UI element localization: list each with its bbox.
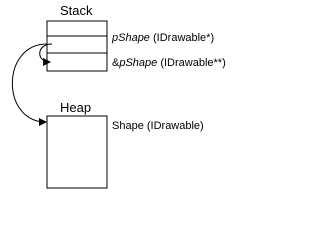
type-annotation: (IDrawable*) [150,32,214,44]
pointer-to-pointer-arrow [39,43,53,66]
heap-object-label: Shape (IDrawable) [112,120,204,132]
memory-diagram: Stack pShape (IDrawable*) &pShape (IDraw… [12,3,226,189]
pointer-to-heap-arrow [12,43,48,126]
stack-row-label: pShape (IDrawable*) [111,32,214,44]
type-annotation: (IDrawable**) [157,57,225,69]
variable-name: pShape [118,57,157,69]
variable-name: pShape [111,32,150,44]
heap-title: Heap [60,100,91,115]
address-of-operator: & [112,57,120,69]
stack-row-label: &pShape (IDrawable**) [112,57,226,69]
heap-box [46,115,108,189]
stack-box [46,20,108,72]
stack-title: Stack [60,3,93,18]
